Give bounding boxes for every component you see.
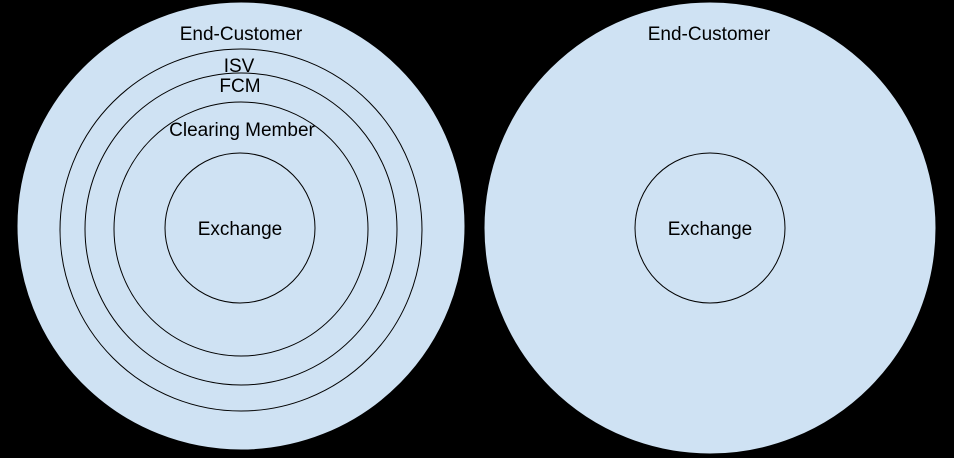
right-label-end-customer: End-Customer	[648, 24, 771, 45]
left-label-fcm: FCM	[219, 76, 260, 97]
left-diagram: End-Customer ISV FCM Clearing Member Exc…	[16, 1, 466, 451]
left-ring-exchange	[164, 152, 316, 304]
left-label-exchange: Exchange	[198, 219, 283, 240]
right-label-exchange: Exchange	[668, 219, 753, 240]
left-label-end-customer: End-Customer	[180, 24, 303, 45]
right-diagram: End-Customer Exchange	[483, 1, 937, 455]
left-label-clearing-member: Clearing Member	[169, 120, 315, 141]
right-ring-exchange	[634, 152, 786, 304]
left-label-isv: ISV	[224, 56, 255, 77]
